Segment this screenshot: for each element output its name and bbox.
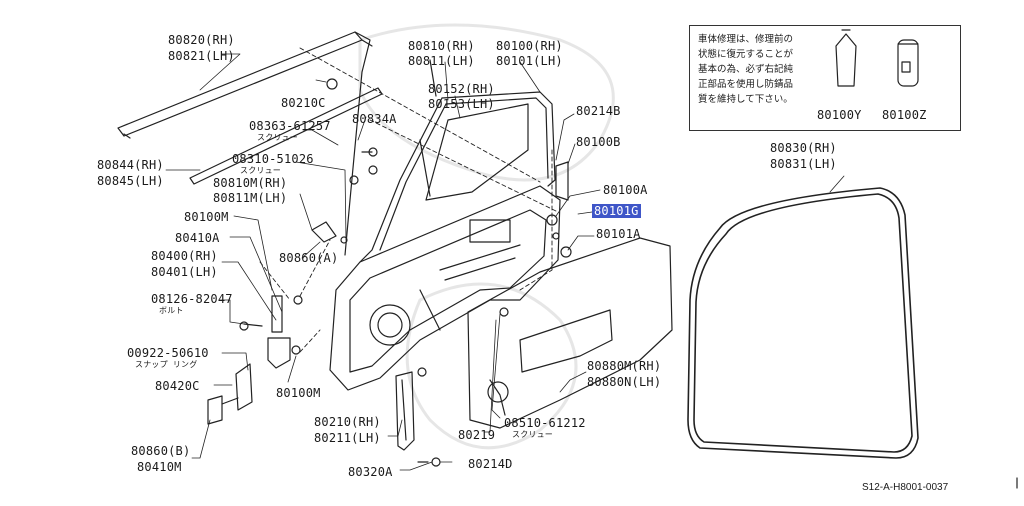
label-80810M: 80810M(RH) xyxy=(213,176,288,190)
leader-lines xyxy=(165,53,845,471)
label-80820: 80820(RH) xyxy=(168,33,235,47)
label-80410A: 80410A xyxy=(175,231,220,245)
touch-up-paint-items xyxy=(835,29,919,87)
hinge-parts xyxy=(207,295,303,425)
label-80210: 80210(RH) xyxy=(314,415,381,429)
label-80101: 80101(LH) xyxy=(496,54,563,68)
label-80880N: 80880N(LH) xyxy=(587,375,662,389)
label-80830: 80830(RH) xyxy=(770,141,837,155)
door-inner-panel xyxy=(329,185,561,391)
label-80811M: 80811M(LH) xyxy=(213,191,288,205)
label-80811: 80811(LH) xyxy=(408,54,475,68)
diagram-code: S12-A-H8001-0037 xyxy=(862,482,949,493)
label-80210C: 80210C xyxy=(281,96,326,110)
assembly-guide-lines xyxy=(259,47,559,353)
label-80211: 80211(LH) xyxy=(314,431,381,445)
door-trim-panel xyxy=(467,237,673,429)
label-80880M: 80880M(RH) xyxy=(587,359,662,373)
label-80152: 80152(RH) xyxy=(428,82,495,96)
lower-run-channel xyxy=(395,367,441,467)
label-80831: 80831(LH) xyxy=(770,157,837,171)
label-80153: 80153(LH) xyxy=(428,97,495,111)
repair-note-box: 車体修理は、修理前の状態に復元することが基本の為、必ず右記純正部品を使用し防錆品… xyxy=(689,25,961,131)
door-glass xyxy=(425,103,529,201)
label-80100Z: 80100Z xyxy=(882,108,927,122)
label-80821: 80821(LH) xyxy=(168,49,235,63)
label-80845: 80845(LH) xyxy=(97,174,164,188)
repair-note-text: 車体修理は、修理前の状態に復元することが基本の為、必ず右記純正部品を使用し防錆品… xyxy=(698,34,794,105)
label-80100M-top: 80100M xyxy=(184,210,229,224)
label-80400: 80400(RH) xyxy=(151,249,218,263)
weatherstrip xyxy=(687,187,919,459)
label-80214B: 80214B xyxy=(576,104,621,118)
label-80410M: 80410M xyxy=(137,460,182,474)
label-80219: 80219 xyxy=(458,428,496,442)
label-80810: 80810(RH) xyxy=(408,39,475,53)
label-80860B: 80860(B) xyxy=(131,444,191,458)
window-molding-strips xyxy=(117,31,383,256)
label-80834A: 80834A xyxy=(352,112,397,126)
clips-screws xyxy=(311,78,572,317)
label-80100: 80100(RH) xyxy=(496,39,563,53)
label-80101G: 80101G xyxy=(592,204,641,218)
label-80214D: 80214D xyxy=(468,457,513,471)
label-80100M-bottom: 80100M xyxy=(276,386,321,400)
label-80100A: 80100A xyxy=(603,183,648,197)
label-80320A: 80320A xyxy=(348,465,393,479)
label-80401: 80401(LH) xyxy=(151,265,218,279)
label-80101A: 80101A xyxy=(596,227,641,241)
label-80100B: 80100B xyxy=(576,135,621,149)
label-80860A: 80860(A) xyxy=(279,251,339,265)
label-80420C: 80420C xyxy=(155,379,200,393)
door-sash xyxy=(359,59,556,263)
label-80844: 80844(RH) xyxy=(97,158,164,172)
label-80100Y: 80100Y xyxy=(817,108,862,122)
